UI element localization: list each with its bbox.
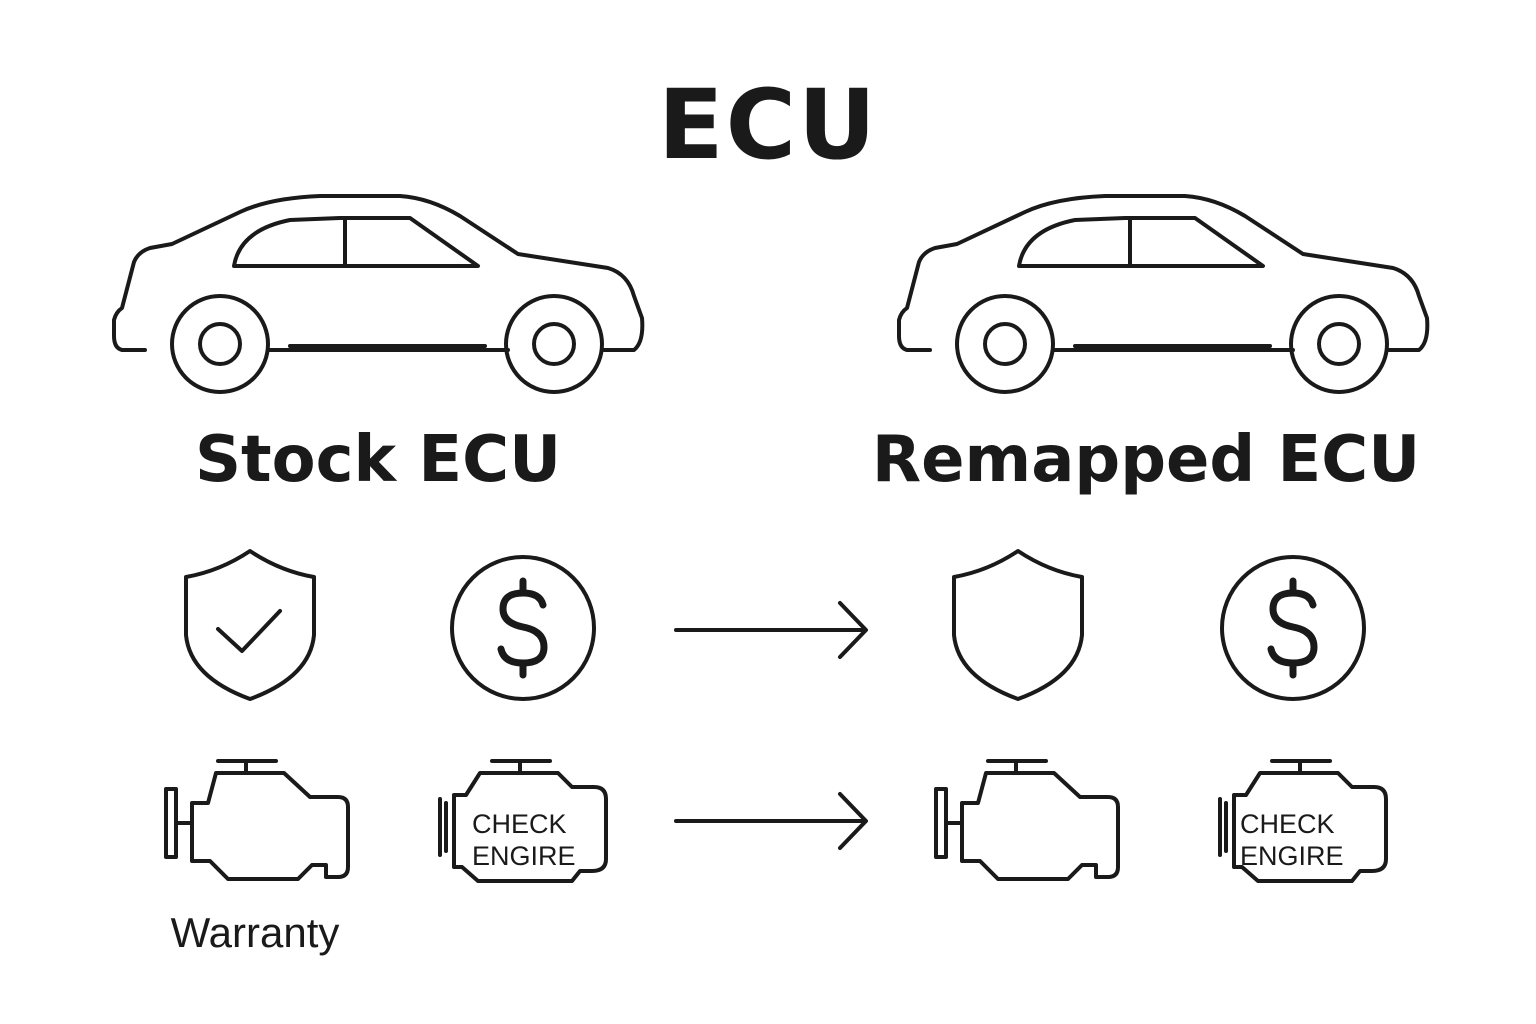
check-engine-icon: CHECK ENGIRE [432, 755, 632, 890]
shield-check-icon [180, 545, 320, 705]
check-engine-line2: ENGIRE [472, 841, 576, 871]
check-engine-line2: ENGIRE [1240, 841, 1344, 871]
stock-ecu-title: Stock ECU [194, 423, 562, 497]
check-engine-line1: CHECK [472, 809, 567, 839]
check-engine-icon: CHECK ENGIRE [1212, 755, 1412, 890]
engine-icon [158, 755, 358, 890]
remapped-ecu-title: Remapped ECU [871, 423, 1421, 497]
shield-icon [948, 545, 1088, 705]
engine-icon [928, 755, 1128, 890]
dollar-coin-icon [448, 553, 598, 703]
arrow-right-icon [672, 786, 872, 856]
remapped-car-icon [895, 190, 1435, 400]
dollar-coin-icon [1218, 553, 1368, 703]
diagram-title: ECU [658, 69, 878, 181]
stock-car-icon [110, 190, 650, 400]
check-engine-line1: CHECK [1240, 809, 1335, 839]
arrow-right-icon [672, 595, 872, 665]
warranty-caption: Warranty [170, 909, 340, 956]
